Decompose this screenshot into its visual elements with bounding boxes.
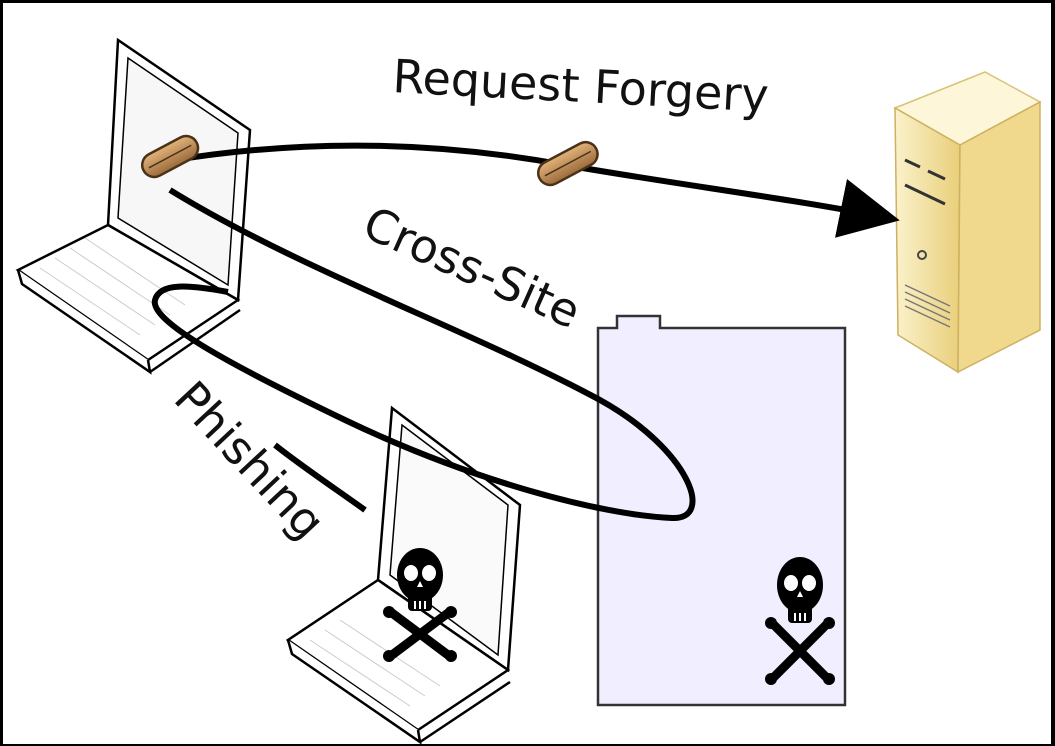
request-forgery-arrow [175,146,888,218]
phishing-label: Phishing [164,371,336,550]
victim-laptop-icon [18,40,250,372]
request-forgery-label: Request Forgery [391,49,769,123]
cross-site-label: Cross-Site [356,196,589,339]
server-icon [895,72,1040,372]
cookie-icon [534,138,602,189]
